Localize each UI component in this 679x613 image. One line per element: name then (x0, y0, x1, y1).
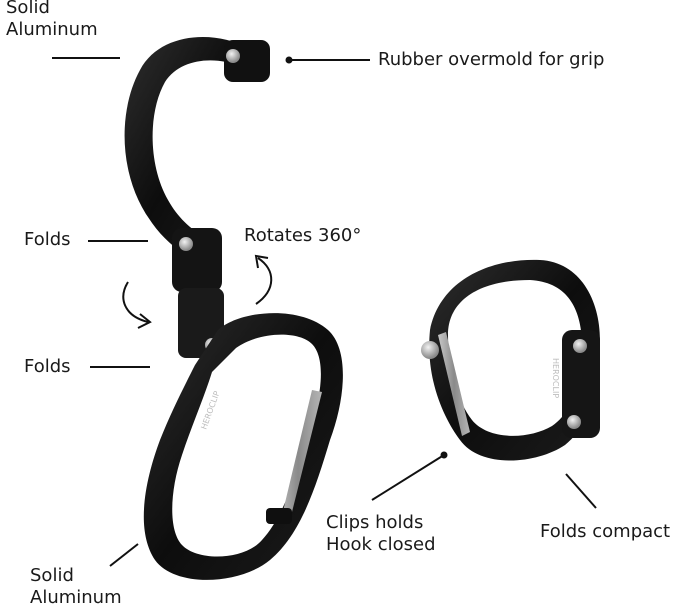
label-rotates: Rotates 360° (244, 225, 361, 247)
leader-lines (52, 57, 597, 567)
label-rubber-overmold: Rubber overmold for grip (378, 49, 604, 71)
dot-clips-holds (440, 451, 448, 459)
spring-gate (274, 390, 322, 523)
rotate-arrow-right-head (254, 254, 269, 269)
label-solid-aluminum-bottom-line2: Aluminum (30, 587, 122, 608)
carabiner-body (143, 313, 343, 580)
rotation-arrows (122, 254, 273, 329)
label-folds-compact-text: Folds compact (540, 521, 671, 542)
label-clips-holds: Clips holds Hook closed (326, 512, 436, 556)
gate-pin (421, 341, 439, 359)
large-heroclip: HEROCLIP (124, 37, 343, 580)
rotate-arrow-right (255, 257, 273, 305)
label-folds-lower-text: Folds (24, 356, 71, 377)
folded-bottom-rivet (567, 415, 581, 429)
overmold-pin (226, 49, 240, 63)
folded-hook-arm (562, 330, 600, 438)
folded-brand-engraving: HEROCLIP (551, 358, 560, 398)
folded-top-rivet (573, 339, 587, 353)
upper-joint-rivet (179, 237, 193, 251)
label-solid-aluminum-top-line1: Solid (6, 0, 50, 18)
rotate-arrow-left (122, 281, 149, 323)
leader-folds-compact (565, 473, 597, 509)
dot-rubber-overmold (285, 56, 293, 64)
label-rubber-overmold-text: Rubber overmold for grip (378, 49, 605, 70)
leader-dots (285, 56, 448, 459)
leader-clips-holds (371, 454, 445, 501)
label-clips-holds-line1: Clips holds (326, 512, 424, 533)
gate-latch (266, 508, 292, 524)
label-solid-aluminum-top: Solid Aluminum (6, 0, 98, 41)
folded-spring-gate (438, 332, 470, 436)
label-rotates-text: Rotates 360° (244, 225, 362, 246)
label-clips-holds-line2: Hook closed (326, 534, 436, 555)
label-solid-aluminum-bottom: Solid Aluminum (30, 565, 122, 609)
folded-heroclip: HEROCLIP (421, 259, 600, 461)
upper-hook-arm (124, 37, 248, 258)
label-folds-upper-text: Folds (24, 229, 71, 250)
label-folds-upper: Folds (24, 229, 71, 251)
fold-joint-upper (172, 228, 222, 292)
rotate-arrow-left-head (137, 313, 152, 329)
label-solid-aluminum-bottom-line1: Solid (30, 565, 74, 586)
label-folds-lower: Folds (24, 356, 71, 378)
label-folds-compact: Folds compact (540, 521, 670, 543)
leader-solid-aluminum-bottom (109, 543, 139, 567)
label-solid-aluminum-top-line2: Aluminum (6, 19, 98, 40)
